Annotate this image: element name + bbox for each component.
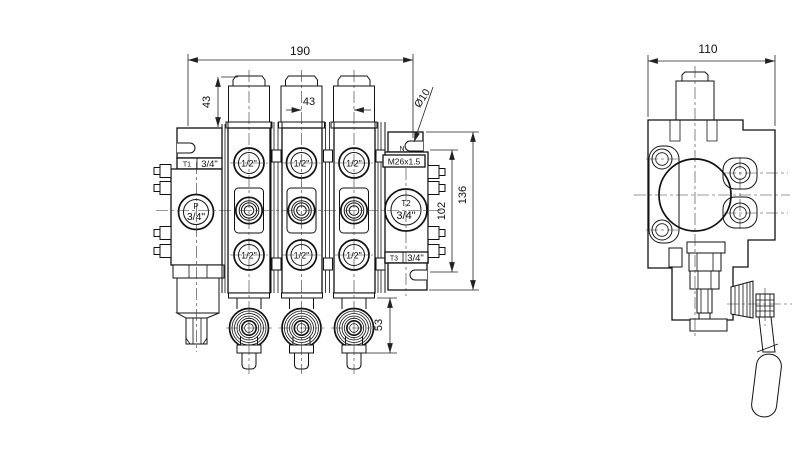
port-t2-size: 3/4" <box>396 210 415 222</box>
left-lug <box>648 145 680 244</box>
work-port-size-1a: 1/2" <box>241 159 257 169</box>
control-lever <box>730 280 782 418</box>
dimensions <box>187 54 776 354</box>
work-port-size-2a: 1/2" <box>294 159 310 169</box>
tie-rod-studs-left <box>153 164 172 258</box>
work-port-size-2b: 1/2" <box>294 251 310 261</box>
port-p-size: 3/4" <box>187 211 206 223</box>
lever-shaft <box>758 316 776 353</box>
dim-overall-width: 190 <box>290 44 310 58</box>
gauge-thread-label: M26x1.5 <box>388 157 421 167</box>
port-t1-label: T1 <box>183 162 191 169</box>
side-view <box>647 71 782 418</box>
port-t2-label: T2 <box>401 199 411 208</box>
port-t1-size: 3/4" <box>201 159 218 170</box>
dim-side-width: 110 <box>698 42 717 56</box>
annotations: 190 43 43 Ø10 102 136 53 110 T1 3/4" P 3… <box>183 42 718 331</box>
work-port-size-3b: 1/2" <box>346 251 362 261</box>
port-t3-label: T3 <box>390 256 398 263</box>
port-p-circle <box>177 193 215 231</box>
dim-mount-hole: Ø10 <box>412 87 433 110</box>
work-port-size-3a: 1/2" <box>346 159 362 169</box>
dim-section-pitch: 43 <box>303 96 315 108</box>
mount-slot-right-bottom <box>409 269 427 281</box>
centerlines <box>156 66 792 374</box>
dim-cap-height: 43 <box>201 96 213 108</box>
relief-valve-side <box>686 241 728 332</box>
dim-port-span: 102 <box>436 202 448 220</box>
port-n-label: N <box>399 146 404 153</box>
gauge-port-label-box <box>382 154 426 168</box>
port-p-label: P <box>193 202 198 211</box>
work-port-size-1b: 1/2" <box>241 251 257 261</box>
port-t3-size: 3/4" <box>407 253 424 264</box>
tie-rod-studs-right <box>427 165 446 258</box>
mount-slot-left-top <box>177 142 196 154</box>
dim-lower-height: 53 <box>373 319 385 331</box>
relief-valve-front <box>172 264 225 345</box>
lever-grip <box>751 353 782 418</box>
left-end-plate <box>153 127 225 345</box>
lever-boot <box>730 280 754 319</box>
dim-body-height: 136 <box>457 186 469 204</box>
right-end-plate <box>382 131 446 291</box>
mount-slot-right-top <box>404 140 423 152</box>
